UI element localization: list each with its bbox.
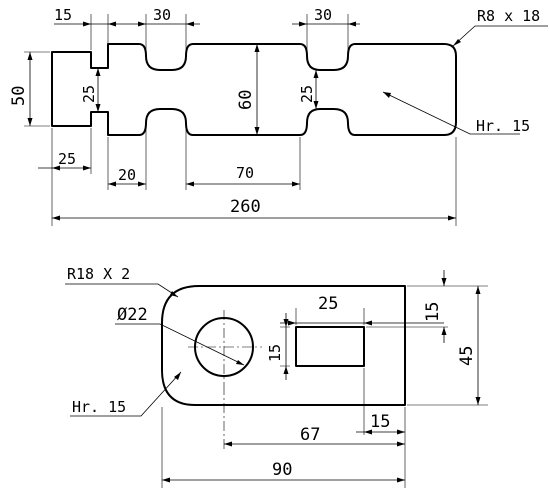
thickness-leader-top: [382, 91, 520, 135]
bottom-extension-lines: [51, 125, 457, 226]
thickness-leader-bottom-arrow: [174, 372, 181, 380]
top-extension-lines: [90, 14, 349, 56]
bottom-part: R18 X 2 Ø22 25 15 15 45 Hr. 15 67 15 90: [65, 265, 488, 488]
dim-slot-right: 30: [314, 6, 332, 24]
hole-centerlines: [188, 310, 262, 452]
thickness-leader-bottom: [70, 371, 182, 417]
dim-overall-width: 90: [272, 460, 292, 480]
dim-neck-right: 25: [298, 85, 316, 103]
thickness-note-top: Hr. 15: [476, 117, 530, 135]
fillet-leader-arrow: [453, 39, 461, 46]
top-arrows: [27, 21, 456, 221]
thickness-note-bottom: Hr. 15: [72, 398, 126, 416]
dim-w15: 15: [54, 6, 72, 24]
dim-slot-left: 30: [153, 6, 171, 24]
bottom-arrows: [162, 278, 481, 483]
dim-step: 20: [118, 166, 136, 184]
dim-fillet: R8 x 18: [477, 7, 540, 25]
dim-neck-left: 25: [80, 85, 98, 103]
dim-rect-width: 25: [318, 294, 338, 314]
dim-total-len: 260: [230, 197, 261, 217]
dim-rect-height: 15: [266, 344, 284, 362]
dim-rect-offset-right: 15: [370, 412, 390, 432]
dim-overall-height: 45: [457, 346, 477, 366]
dim-head-len: 25: [58, 150, 76, 168]
bottom-ext-lines: [161, 285, 488, 488]
dim-body-height: 60: [236, 90, 256, 110]
thickness-leader-top-arrow: [383, 92, 391, 98]
fillet-leader: [452, 25, 548, 47]
radius-note: R18 X 2: [67, 265, 130, 283]
dim-hole-dia: Ø22: [117, 305, 148, 325]
top-part: 15 30 30 R8 x 18 50 25 60 25 Hr. 15 25 2…: [9, 6, 548, 226]
diameter-leader-arrow: [236, 360, 244, 365]
diameter-leader: [115, 323, 245, 366]
left-extension-lines: [24, 51, 50, 127]
radius-leader-arrow: [170, 291, 178, 297]
dim-mid-len: 70: [236, 164, 254, 182]
top-dimension-lines: [29, 23, 456, 219]
dim-height-50: 50: [9, 86, 29, 106]
dim-hole-to-right: 67: [300, 425, 320, 445]
radius-leader: [65, 283, 179, 298]
bottom-part-outline: [161, 285, 406, 406]
top-part-outline: [51, 43, 457, 136]
dim-rect-offset-top: 15: [423, 302, 443, 322]
rect-cutout: [295, 326, 365, 367]
